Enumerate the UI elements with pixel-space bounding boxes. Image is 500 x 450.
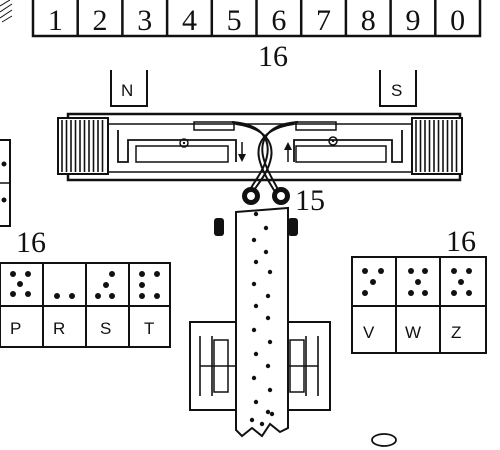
right-coil	[411, 117, 463, 175]
tape-hole	[249, 417, 255, 423]
north-pole-label: N	[121, 81, 133, 100]
right-table-letter-3: Z	[451, 323, 461, 342]
contact-right	[272, 187, 290, 205]
tape-hole	[267, 387, 273, 393]
tape-hole	[253, 211, 259, 217]
right-table-callout-number: 16	[446, 225, 476, 258]
tape-hole	[253, 303, 259, 309]
electromagnet-assembly	[57, 112, 463, 182]
left-table-letter-3: S	[100, 319, 111, 338]
screw-left	[179, 138, 189, 148]
wire-callout-number: 15	[295, 184, 325, 217]
right-code-table: V W Z	[351, 256, 487, 354]
digit-cell-7: 7	[316, 4, 331, 37]
south-pole-box: S	[379, 70, 417, 107]
left-table-letter-2: R	[53, 319, 65, 338]
left-table-letter-1: P	[10, 319, 21, 338]
digit-cell-9: 9	[405, 4, 420, 37]
right-table-letter-2: W	[405, 323, 421, 342]
tape-hole	[259, 421, 265, 427]
tape-hole	[263, 249, 269, 255]
digit-cell-5: 5	[227, 4, 242, 37]
digit-cell-3: 3	[137, 4, 152, 37]
small-oval-part	[371, 433, 397, 447]
up-arrow	[284, 142, 292, 162]
tape-hole	[265, 315, 271, 321]
tape-hole	[253, 399, 259, 405]
crossed-wires	[231, 121, 299, 193]
digit-cell-0: 0	[450, 4, 465, 37]
tape-hole	[251, 281, 257, 287]
tape-roller	[214, 218, 298, 236]
digit-cell-8: 8	[361, 4, 376, 37]
tape-hole	[251, 375, 257, 381]
tape-hole	[251, 237, 257, 243]
contact-left	[242, 187, 260, 205]
punched-tape	[235, 206, 289, 438]
tape-hole	[263, 225, 269, 231]
digit-cell-6: 6	[271, 4, 286, 37]
tape-hole	[267, 339, 273, 345]
left-edge-cell	[0, 139, 11, 227]
hatched-scrap	[0, 0, 13, 23]
screw-right	[328, 136, 338, 146]
tape-hole	[265, 363, 271, 369]
magnet-callout-number: 16	[258, 40, 288, 73]
left-table-letter-4: T	[144, 319, 154, 338]
tape-hole	[253, 351, 259, 357]
digit-cell-2: 2	[93, 4, 108, 37]
south-pole-label: S	[391, 81, 402, 100]
digit-cell-4: 4	[182, 4, 197, 37]
tape-hole	[265, 409, 271, 415]
tape-hole	[265, 293, 271, 299]
tape-hole	[253, 259, 259, 265]
tape-hole	[269, 411, 275, 417]
tape-hole	[267, 269, 273, 275]
digit-cell-1: 1	[48, 4, 63, 37]
left-coil	[57, 117, 109, 175]
down-arrow	[238, 142, 246, 162]
left-table-callout-number: 16	[16, 226, 46, 259]
north-pole-box: N	[110, 70, 148, 107]
left-code-table: P R S T	[0, 262, 171, 348]
tape-hole	[251, 327, 257, 333]
right-table-letter-1: V	[363, 323, 375, 342]
